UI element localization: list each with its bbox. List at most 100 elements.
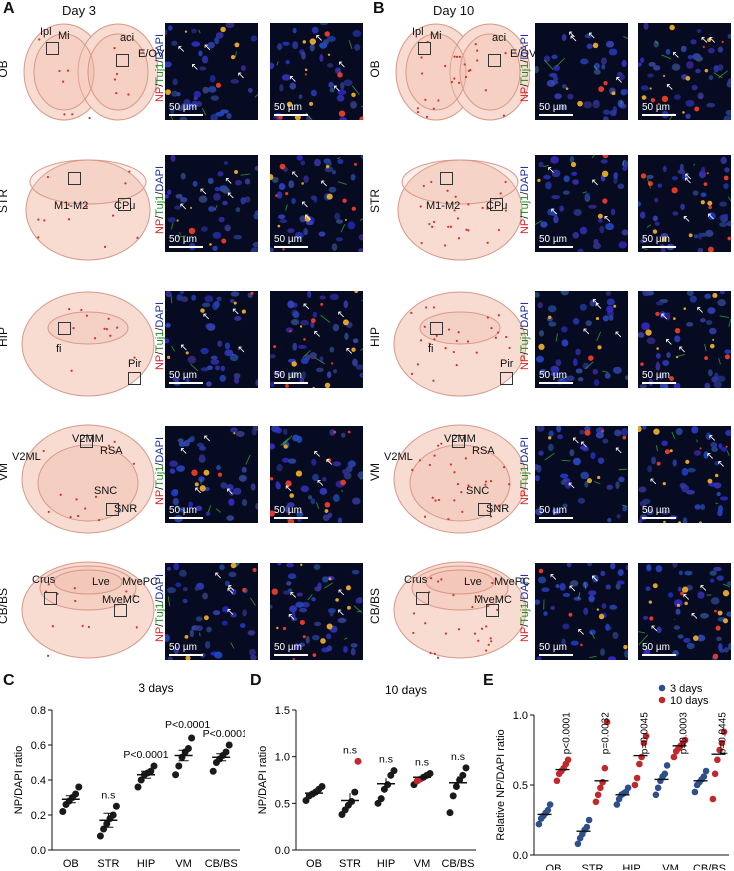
dapi-nucleus [714,461,720,466]
np-signal [638,426,642,433]
np-signal [601,170,609,177]
dapi-nucleus [358,234,363,241]
tuj1-fiber [254,93,258,98]
dapi-nucleus [548,321,557,327]
schematic-label: Lve [92,576,110,588]
x-tick-label: STR [339,858,361,870]
dapi-nucleus [293,311,300,319]
micrograph-texture: ↖↖↖↖ [535,563,628,660]
scale-bar-label: 50 µm [169,642,197,653]
dapi-nucleus [244,196,251,203]
dapi-nucleus [719,496,729,501]
dapi-nucleus [352,29,362,38]
np-signal [649,87,652,90]
dapi-nucleus [559,105,567,110]
np-dot [490,640,493,643]
stain-sep: / [519,83,531,87]
np-signal [326,193,333,200]
np-dot [430,180,433,184]
np-signal [676,603,681,607]
micrograph-texture: ↖↖↖↖ [165,23,258,120]
dapi-nucleus [583,101,592,109]
dapi-nucleus [337,89,347,95]
np-dot [133,356,136,359]
np-signal [215,82,222,88]
scale-bar: 50 µm [169,370,203,384]
dapi-nucleus [572,179,579,185]
scale-bar: 50 µm [642,642,676,656]
dapi-nucleus [210,95,220,101]
data-point [711,770,719,778]
dapi-nucleus [226,112,232,119]
dapi-nucleus [616,580,625,585]
dapi-nucleus [621,229,628,236]
tuj1-fiber [171,345,176,352]
arrow-marker: ↖ [666,82,674,93]
dapi-nucleus [727,33,731,39]
dapi-nucleus [607,656,617,660]
dapi-nucleus [191,28,197,34]
scale-bar-label: 50 µm [539,234,567,245]
tuj1-fiber [727,196,731,202]
dapi-nucleus [710,597,720,605]
arrow-marker: ↖ [202,311,210,322]
schematic-label: CPu [486,200,508,212]
np-signal [598,86,605,93]
np-signal [592,42,599,49]
dapi-nucleus [173,646,179,655]
np-signal [270,510,275,517]
np-signal [704,356,709,360]
scale-bar-line [539,114,573,116]
arrow-marker: ↖ [682,592,690,603]
stain-tuj1: Tuj1 [519,62,531,84]
dapi-nucleus [305,220,314,226]
np-dot [436,656,440,659]
arrow-marker: ↖ [591,297,599,308]
np-signal [715,625,721,631]
dapi-nucleus [607,517,612,523]
np-dot [466,340,470,343]
np-signal [588,355,594,361]
np-dot [437,580,440,583]
dapi-nucleus [639,239,647,244]
np-signal [285,480,292,487]
dapi-nucleus [242,609,247,617]
arrow-marker: ↖ [580,439,588,450]
np-dot [428,463,431,467]
np-dot [422,184,425,188]
np-signal [661,95,669,103]
dapi-nucleus [553,215,559,224]
region-box [486,604,499,617]
dapi-nucleus [572,317,580,325]
stain-label: NP/Tuj1/DAPI [519,23,531,113]
np-dot [497,314,501,317]
data-point [109,811,117,819]
dapi-nucleus [224,349,234,357]
region-label: HIP [368,327,382,348]
scale-bar-line [539,654,573,656]
np-dot [428,222,431,226]
dapi-nucleus [249,648,256,656]
dapi-nucleus [609,109,617,117]
np-dot [494,336,497,339]
significance-label: p=0.0045 [640,712,651,754]
np-dot [449,463,453,466]
dapi-nucleus [305,635,310,644]
dapi-nucleus [357,471,363,480]
region-box [44,592,57,605]
np-signal [595,316,600,321]
np-dot [97,519,101,522]
scale-bar: 50 µm [642,370,676,384]
dapi-nucleus [291,617,298,622]
arrow-marker: ↖ [337,310,345,321]
dapi-nucleus [166,566,171,571]
dapi-nucleus [210,359,220,365]
np-signal [203,469,210,476]
np-signal [324,31,330,37]
significance-label: P<0.0001 [203,728,245,740]
tuj1-fiber [647,178,651,189]
brain-schematic-drawing [393,424,527,534]
dapi-nucleus [713,566,722,572]
schematic-label: V2MM [444,433,476,445]
dapi-nucleus [655,565,663,573]
